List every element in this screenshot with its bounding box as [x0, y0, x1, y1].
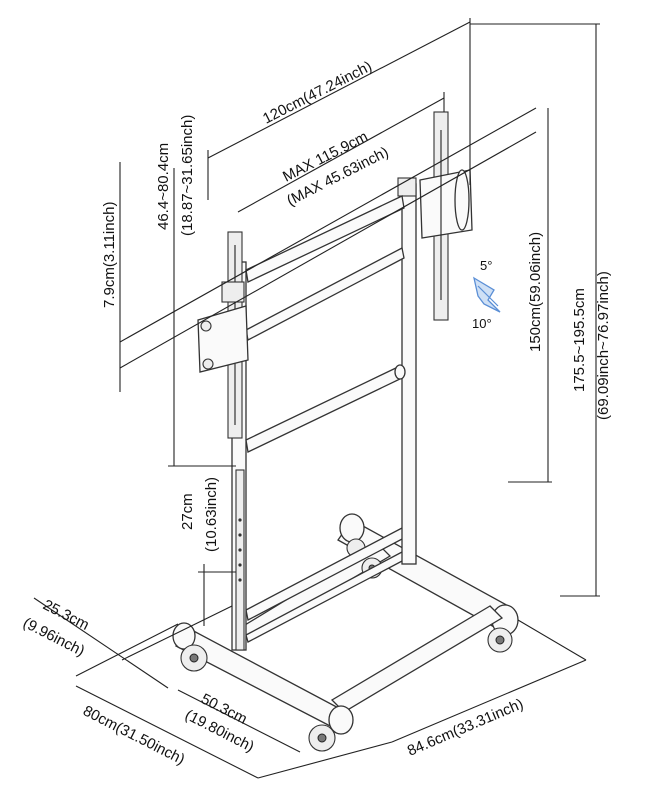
base-side-legs — [239, 543, 504, 713]
upper-crossbars — [245, 195, 406, 453]
label-bracket-height-2: (10.63inch) — [203, 477, 220, 552]
label-depth-large: 80cm(31.50inch) — [80, 702, 187, 768]
label-width-total: 120cm(47.24inch) — [260, 58, 375, 128]
label-adjust-range-1: 46.4~80.4cm — [155, 143, 172, 230]
tv-stand-drawing — [172, 111, 519, 752]
label-adjust-range-2: (18.87~31.65inch) — [179, 115, 196, 236]
label-height-150: 150cm(59.06inch) — [527, 232, 544, 352]
front-base-bar — [172, 622, 354, 735]
label-base-width: 84.6cm(33.31inch) — [405, 695, 526, 759]
front-mount-rail — [197, 231, 249, 439]
label-bracket-height-1: 27cm — [179, 493, 196, 530]
caster-wheels — [180, 538, 513, 752]
tilt-arrow-icon — [473, 276, 501, 313]
label-screen-offset: 7.9cm(3.11inch) — [101, 202, 118, 308]
tilt-down-label: 10° — [472, 316, 492, 331]
rear-mount-rail — [419, 111, 473, 321]
dimension-lines — [33, 18, 600, 779]
rear-upright — [397, 177, 417, 565]
tilt-up-label: 5° — [480, 258, 492, 273]
label-height-total-2: (69.09inch~76.97inch) — [595, 271, 612, 420]
tilt-labels: 5° 10° — [472, 258, 492, 331]
label-height-total-1: 175.5~195.5cm — [571, 288, 588, 392]
